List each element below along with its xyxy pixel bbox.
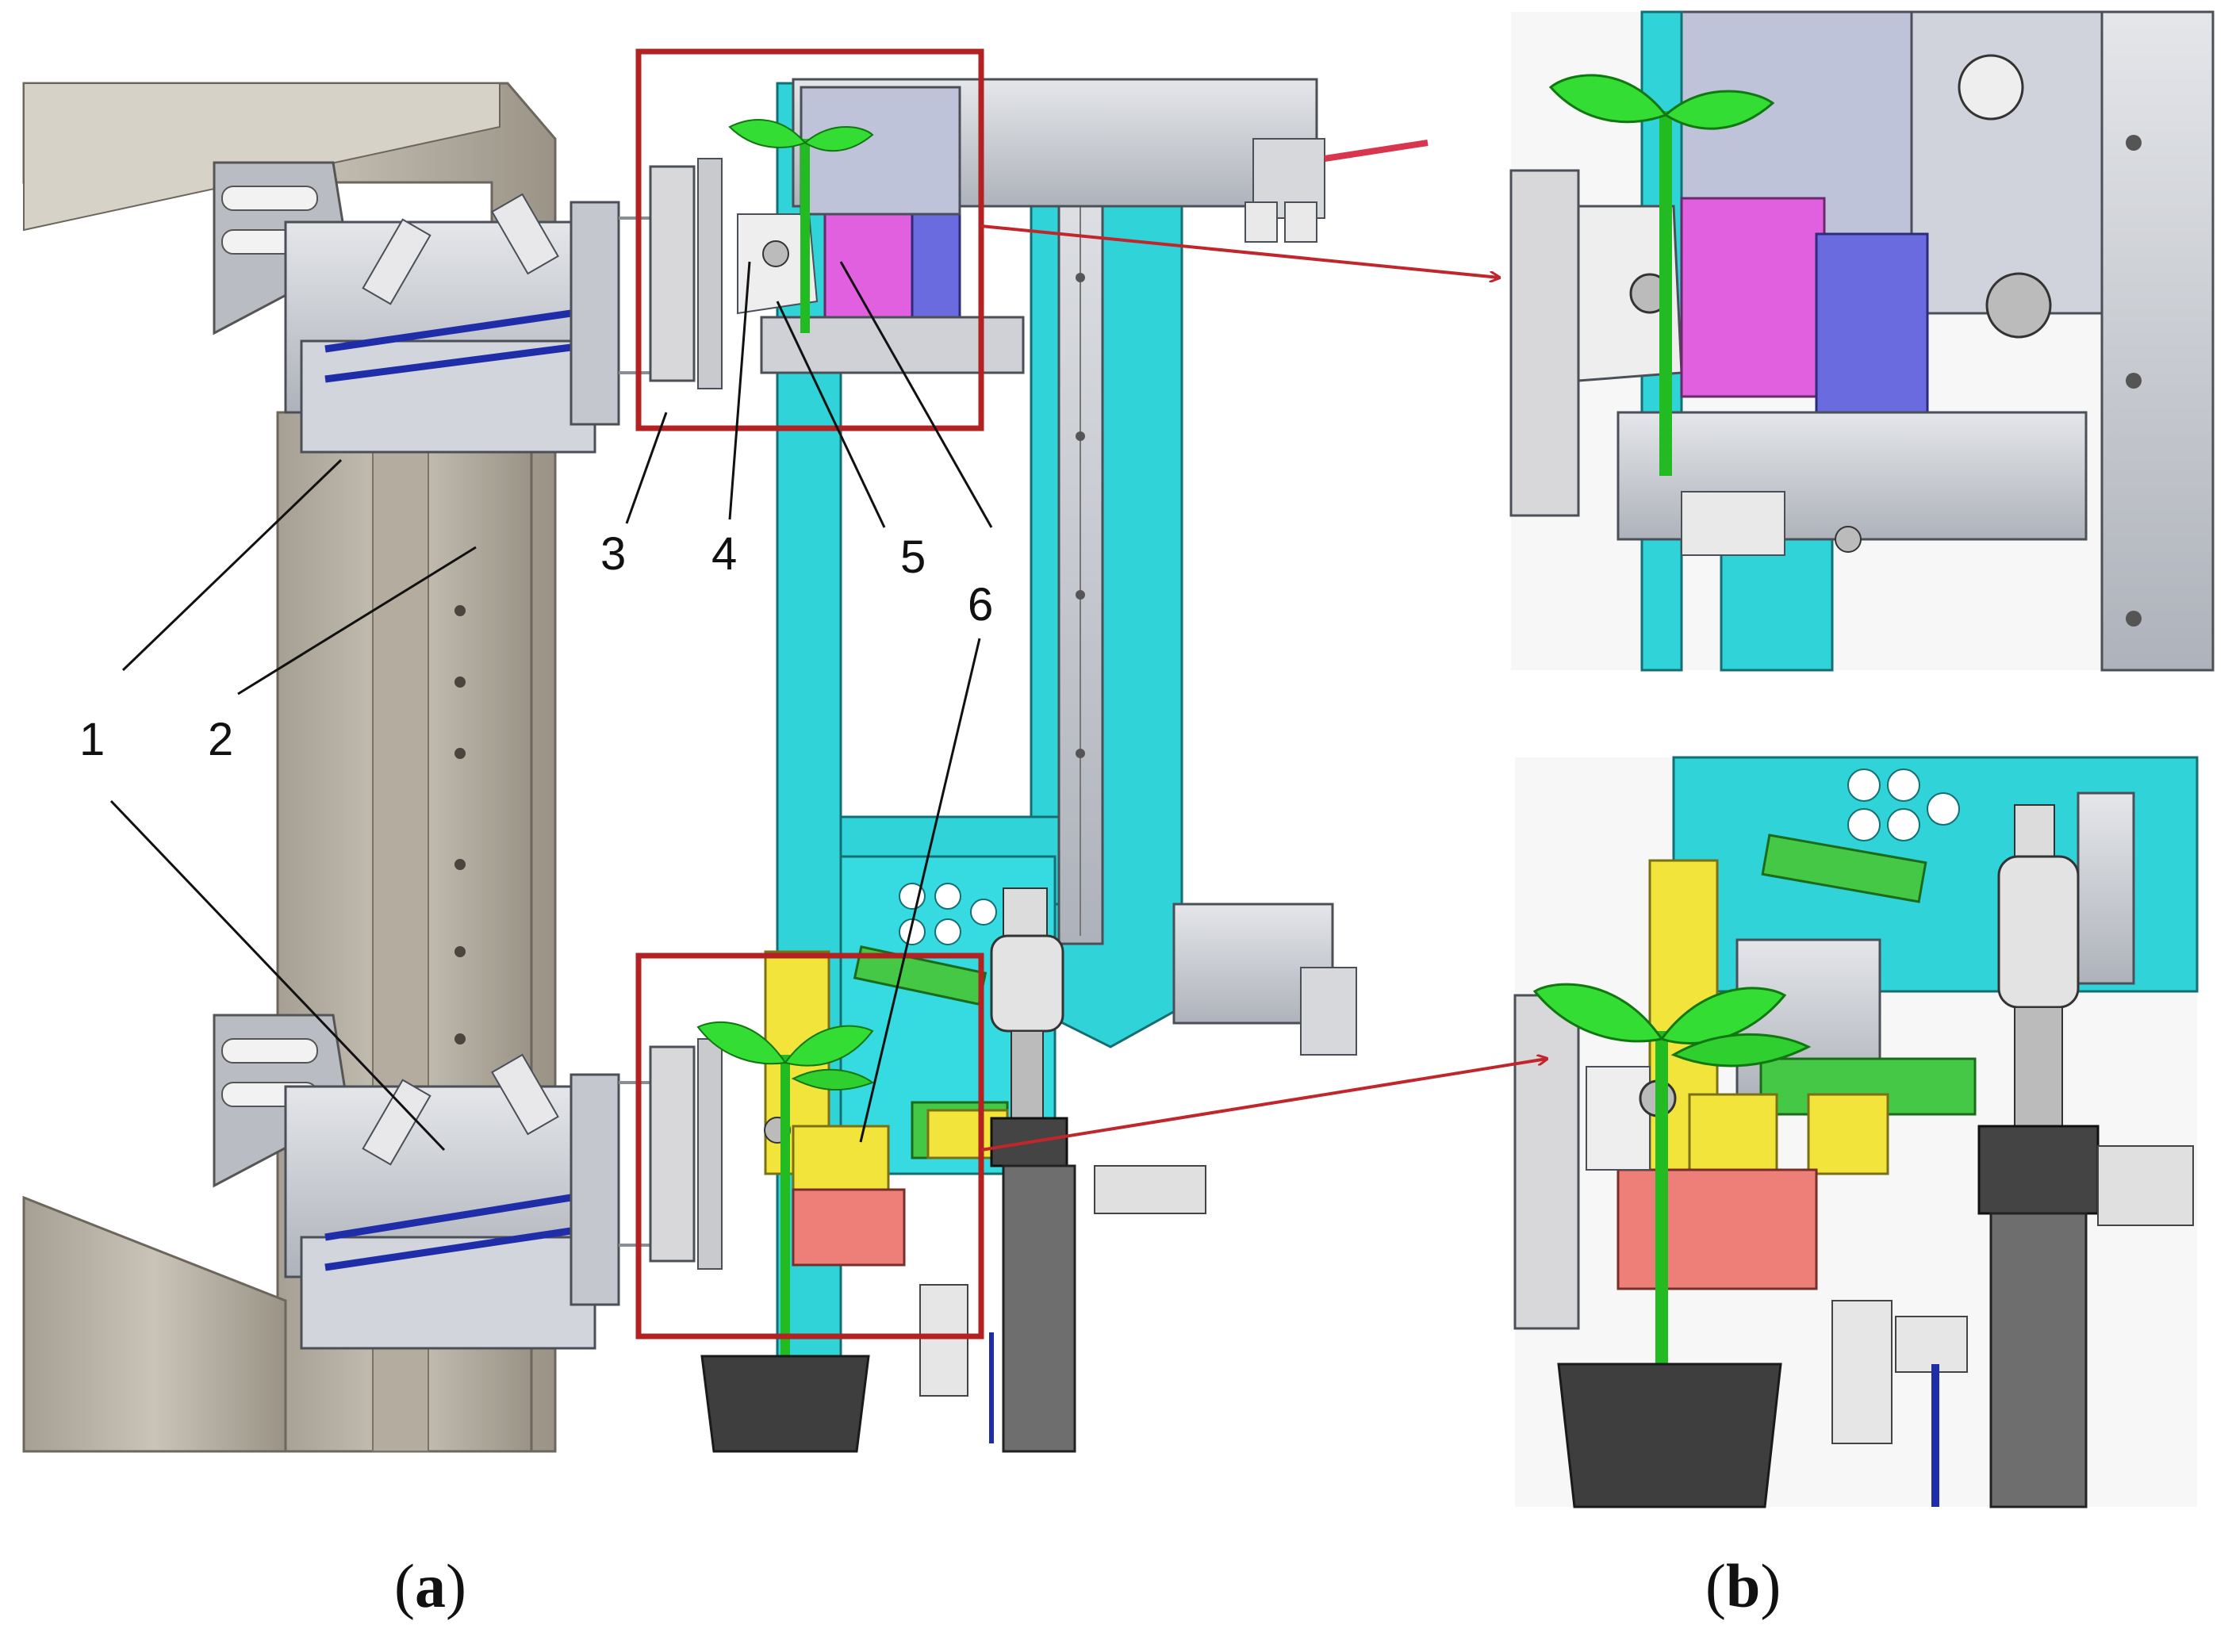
lower-actuator <box>919 887 1206 1453</box>
upper-cylinder-assembly <box>213 161 674 454</box>
callout-4: 4 <box>711 528 737 580</box>
seedling-pot <box>700 1355 870 1453</box>
post-holes <box>454 605 466 1044</box>
callout-3: 3 <box>600 528 626 580</box>
lower-cylinder-assembly <box>213 1014 674 1350</box>
panel-label-a: (a) <box>394 1551 466 1620</box>
lower-highlight-box <box>635 952 984 1340</box>
frame-beam-bottom <box>22 1195 287 1453</box>
callout-5: 5 <box>900 531 926 583</box>
callout-2: 2 <box>208 714 233 765</box>
upper-seedling <box>728 119 874 333</box>
upper-highlight-box <box>635 48 984 431</box>
callout-6-upper: 6 <box>968 579 993 631</box>
lower-slide-cylinder <box>1172 903 1357 1056</box>
panel-b-upper-zoom <box>1509 10 2215 672</box>
lower-seedling <box>696 1021 875 1364</box>
guide-rail <box>1057 78 1104 945</box>
callout-6-lower: 6 <box>968 579 993 631</box>
panel-label-b: (b) <box>1705 1551 1781 1620</box>
panel-a-drawing: 1 2 3 4 5 6 <box>22 48 1429 1453</box>
lower-gripper <box>649 945 1009 1270</box>
callout-1: 1 <box>79 714 105 765</box>
zoom-arrows <box>980 224 1547 1152</box>
frame-beam-top-face <box>23 82 500 232</box>
panel-label-b-letter: b <box>1725 1551 1761 1620</box>
panel-label-a-letter: a <box>414 1551 446 1620</box>
leader-lines <box>109 261 993 1152</box>
panel-b-lower-zoom <box>1513 756 2199 1508</box>
